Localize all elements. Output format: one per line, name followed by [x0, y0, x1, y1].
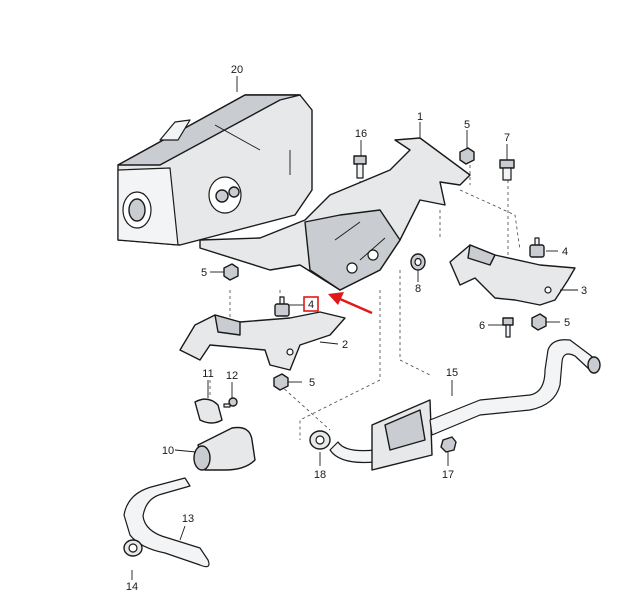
fasteners: [223, 147, 547, 453]
callout-2: 2: [342, 339, 348, 351]
hex-nut-5-left: [223, 263, 239, 281]
callout-14: 14: [126, 581, 138, 593]
callout-16: 16: [355, 128, 367, 140]
pipe-clamp-14: [123, 539, 143, 557]
callout-leaders: [131, 76, 578, 580]
hex-nut-5-right: [531, 313, 547, 331]
callout-20: 20: [231, 64, 243, 76]
bolt-16: [353, 155, 367, 179]
callout-5-right: 5: [564, 317, 570, 329]
hex-nut-5-bottom: [273, 373, 289, 391]
callout-5-left: 5: [201, 267, 207, 279]
callout-1: 1: [417, 111, 423, 123]
heat-shield: [199, 137, 471, 291]
callout-5-top: 5: [464, 119, 470, 131]
bracket-right: [449, 244, 576, 306]
rubber-mount-4-right: [529, 237, 545, 258]
highlight-box: [303, 296, 319, 312]
heater-unit: [117, 94, 313, 246]
bolt-6: [502, 317, 514, 338]
callout-7: 7: [504, 132, 510, 144]
callout-10: 10: [162, 445, 174, 457]
heat-shield-hole-right: [367, 249, 379, 261]
callout-4: 4: [562, 246, 568, 258]
callout-12: 12: [226, 370, 238, 382]
callout-15: 15: [446, 367, 458, 379]
callout-3: 3: [581, 285, 587, 297]
exhaust-pipe-15: [329, 339, 601, 471]
intake-silencer-10: [193, 426, 256, 471]
rubber-mount-4-left: [274, 296, 290, 317]
bracket-lower: [179, 311, 346, 371]
callout-5-bottom: 5: [309, 377, 315, 389]
callout-labels: 1 2 3 4 4 5 5 5 5 6 7 8 10 11 12 13 14 1…: [126, 64, 587, 593]
callout-8: 8: [415, 283, 421, 295]
pipe-clamp-18: [309, 430, 331, 450]
hex-nut-5-top: [459, 147, 475, 165]
heat-shield-hole-left: [346, 262, 358, 274]
stud-7: [499, 159, 515, 181]
grommet-8: [410, 253, 426, 271]
pipe-clamp-11: [194, 398, 223, 424]
callout-4-highlighted: 4: [308, 299, 314, 311]
callout-13: 13: [182, 513, 194, 525]
nut-17: [440, 436, 457, 453]
highlight-arrow: [328, 292, 373, 315]
callout-6: 6: [479, 320, 485, 332]
intake-pipe-13: [123, 477, 210, 568]
callout-17: 17: [442, 469, 454, 481]
callout-11: 11: [202, 368, 213, 380]
callout-18: 18: [314, 469, 326, 481]
screw-12: [223, 397, 238, 408]
